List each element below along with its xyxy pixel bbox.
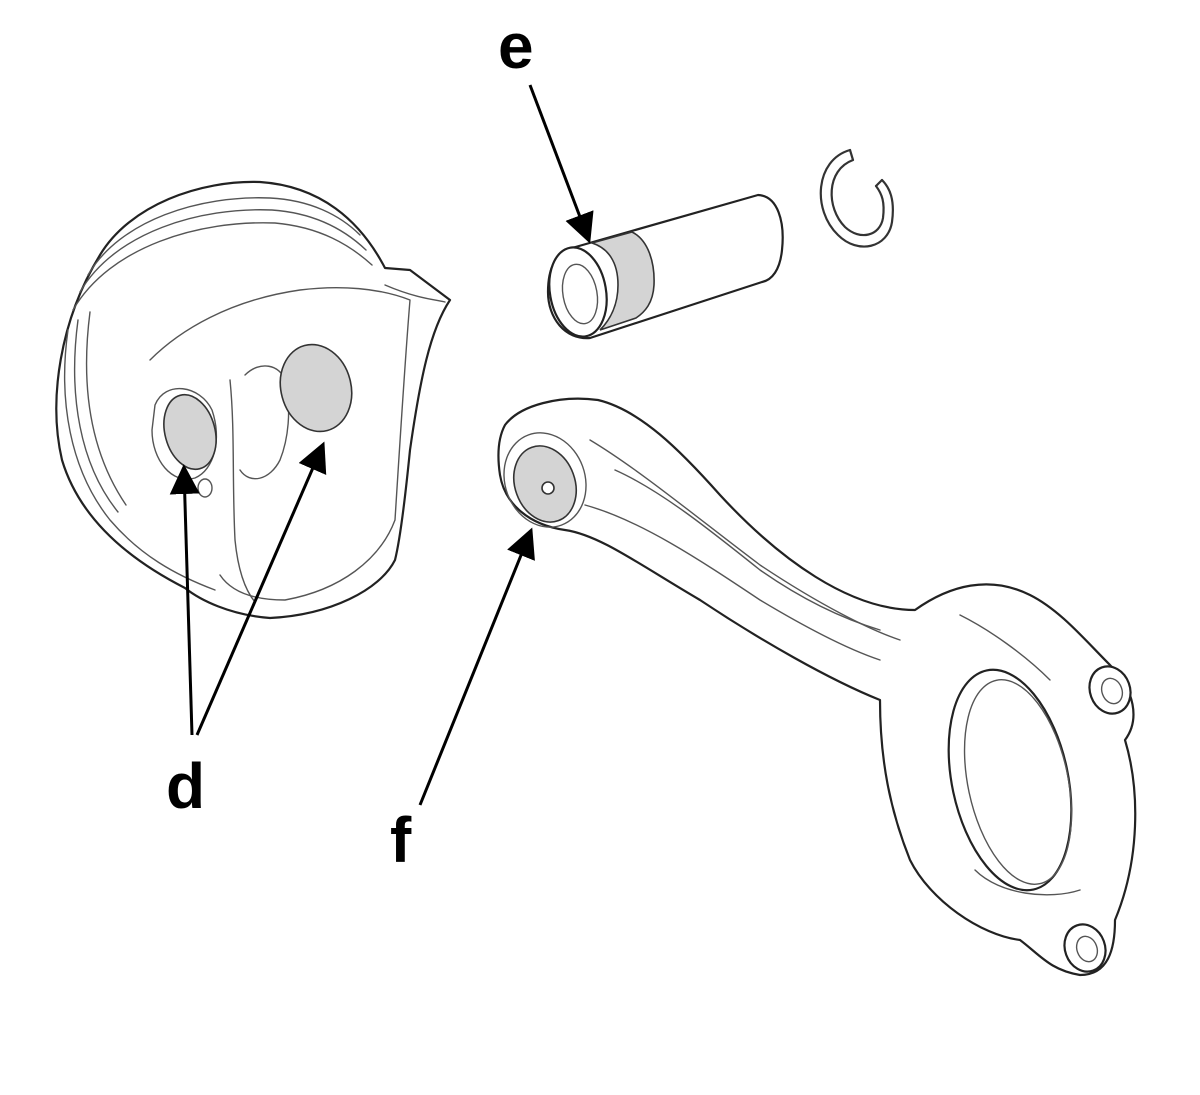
connecting-rod-bolt-upper-tip: [1100, 677, 1124, 705]
piston-inner-wall: [229, 379, 256, 603]
piston-boss-web: [239, 365, 290, 480]
piston-skirt-line-2: [73, 319, 119, 513]
piston-oil-hole: [197, 478, 213, 498]
piston-pin: [546, 193, 784, 340]
snap-ring: [819, 148, 894, 248]
piston-skirt-line-3: [85, 311, 127, 506]
piston-ring-groove-1: [87, 197, 361, 276]
snap-ring-outer: [819, 148, 894, 248]
callout-label-e: e: [498, 10, 534, 82]
piston: [55, 180, 452, 620]
connecting-rod-bolt-lower-tip: [1075, 935, 1099, 963]
connecting-rod-bolt-lower: [1063, 923, 1107, 973]
piston-pin-end: [548, 246, 608, 338]
connecting-rod-beam-channel: [614, 469, 881, 631]
piston-skirt-line-1: [63, 329, 216, 591]
piston-ring-groove-3: [72, 222, 373, 311]
snap-ring-end-a: [848, 148, 855, 162]
connecting-rod-oil-hole: [541, 481, 555, 495]
piston-inner-rib: [384, 284, 446, 303]
piston-ring-groove-2: [79, 209, 367, 293]
leader-f: [418, 527, 535, 806]
connecting-rod: [497, 397, 1137, 977]
piston-pin-bore-right: [279, 343, 353, 433]
snap-ring-inner: [830, 158, 885, 237]
connecting-rod-cap-line-2: [959, 614, 1051, 681]
leader-d-right: [195, 441, 327, 736]
connecting-rod-cap-line-1: [974, 869, 1081, 896]
snap-ring-end-b: [874, 178, 884, 188]
leader-e: [528, 84, 594, 244]
callout-leaders: [169, 84, 594, 806]
piston-pin-bore-left: [163, 393, 217, 471]
piston-interior-cutaway: [149, 287, 411, 601]
connecting-rod-small-end-ring: [503, 432, 587, 528]
leader-d-left: [169, 464, 200, 736]
piston-pin-shaded-band: [589, 231, 655, 331]
callout-label-f: f: [390, 804, 412, 876]
piston-body: [55, 180, 452, 620]
callout-label-d: d: [166, 750, 205, 822]
connecting-rod-beam-line-2: [584, 504, 881, 661]
connecting-rod-big-end-inner-edge: [963, 679, 1073, 885]
connecting-rod-bolt-upper: [1088, 665, 1132, 715]
piston-pin-bore: [561, 263, 599, 325]
